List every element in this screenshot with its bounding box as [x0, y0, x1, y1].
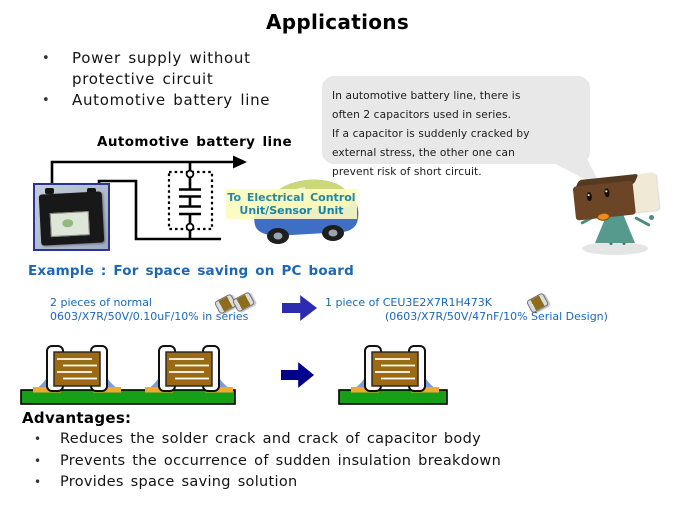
after-line1: 1 piece of CEU3E2X7R1H473K: [325, 296, 492, 309]
after-line2: (0603/X7R/50V/47nF/10% Serial Design): [385, 310, 608, 323]
list-item: Power supply without protective circuit: [40, 48, 300, 90]
mascot-head-front: [572, 180, 636, 222]
mascot-head: [572, 169, 666, 224]
car-battery-image: [33, 183, 110, 251]
list-item: Prevents the occurrence of sudden insula…: [22, 451, 662, 473]
list-item: Automotive battery line: [40, 90, 300, 111]
circuit-node-icon: [185, 222, 195, 232]
pcboard-one-capacitor: [338, 345, 448, 405]
diagram-title: Automotive battery line: [97, 134, 293, 150]
application-item-label: Automotive battery line: [72, 91, 271, 109]
battery-body: [38, 191, 105, 246]
battery-terminal-icon: [45, 188, 54, 194]
circuit-node-icon: [185, 169, 195, 179]
application-item-label: Power supply without protective circuit: [72, 49, 251, 88]
mascot-eye-icon: [586, 191, 593, 202]
speech-bubble-text: In automotive battery line, there is oft…: [332, 90, 530, 178]
capacitor-group-outline: [167, 170, 214, 231]
advantage-item-label: Reduces the solder crack and crack of ca…: [60, 431, 481, 447]
speech-bubble: In automotive battery line, there is oft…: [322, 76, 590, 178]
advantages-list: Reduces the solder crack and crack of ca…: [22, 429, 662, 494]
list-item: Reduces the solder crack and crack of ca…: [22, 429, 662, 451]
mascot-shadow: [582, 242, 648, 255]
pcboard-two-capacitors: [20, 345, 236, 405]
before-line2: 0603/X7R/50V/0.10uF/10% in series: [50, 310, 249, 323]
before-line1: 2 pieces of normal: [50, 296, 152, 309]
advantage-item-label: Provides space saving solution: [60, 474, 298, 490]
capacitor-mascot: [568, 170, 672, 262]
mascot-eye-icon: [604, 187, 610, 198]
car-destination-label: To Electrical Control Unit/Sensor Unit: [226, 189, 357, 219]
after-description: 1 piece of CEU3E2X7R1H473K (0603/X7R/50V…: [325, 296, 608, 324]
applications-list: Power supply without protective circuit …: [40, 48, 300, 111]
battery-label: [49, 211, 90, 237]
battery-terminal-icon: [87, 188, 96, 194]
mascot-hand: [649, 215, 654, 220]
wire-arrowhead-icon: [233, 155, 247, 169]
arrow-right-icon: [282, 295, 317, 321]
arrow-right-icon: [281, 362, 314, 388]
page-title: Applications: [265, 10, 410, 34]
list-item: Provides space saving solution: [22, 472, 662, 494]
advantage-item-label: Prevents the occurrence of sudden insula…: [60, 452, 502, 469]
before-description: 2 pieces of normal 0603/X7R/50V/0.10uF/1…: [50, 296, 248, 324]
advantages-heading: Advantages:: [22, 409, 132, 427]
example-heading: Example : For space saving on PC board: [28, 263, 354, 279]
mascot-mouth-icon: [596, 212, 611, 222]
